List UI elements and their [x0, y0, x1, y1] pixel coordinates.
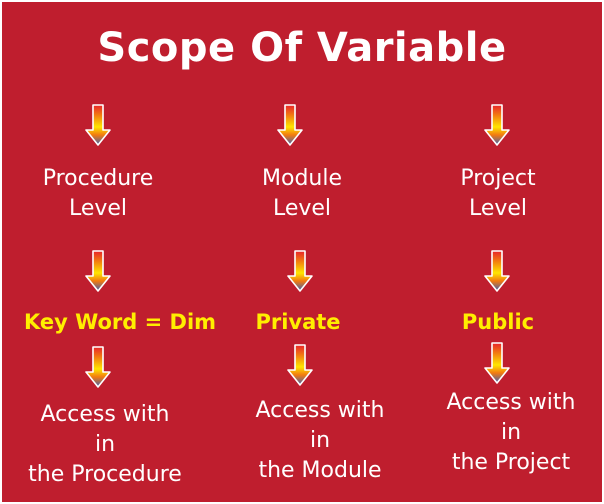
down-arrow-icon	[85, 250, 111, 292]
down-arrow-icon	[484, 250, 510, 292]
down-arrow-icon	[484, 342, 510, 384]
access-label-module: Access with in the Module	[255, 398, 385, 483]
access-label-procedure: Access with in the Procedure	[28, 402, 182, 487]
level-label-module: Module Level	[262, 166, 342, 221]
down-arrow-icon	[277, 104, 303, 146]
access-label-project: Access with in the Project	[446, 390, 576, 475]
down-arrow-icon	[85, 104, 111, 146]
keyword-label-dim: Key Word = Dim	[23, 310, 217, 334]
down-arrow-icon	[287, 344, 313, 386]
level-label-project: Project Level	[460, 166, 536, 221]
keyword-label-public: Public	[461, 310, 535, 334]
diagram-title: Scope Of Variable	[97, 25, 507, 71]
keyword-label-private: Private	[255, 310, 341, 334]
level-label-procedure: Procedure Level	[42, 166, 154, 221]
down-arrow-icon	[287, 250, 313, 292]
down-arrow-icon	[85, 346, 111, 388]
down-arrow-icon	[484, 104, 510, 146]
